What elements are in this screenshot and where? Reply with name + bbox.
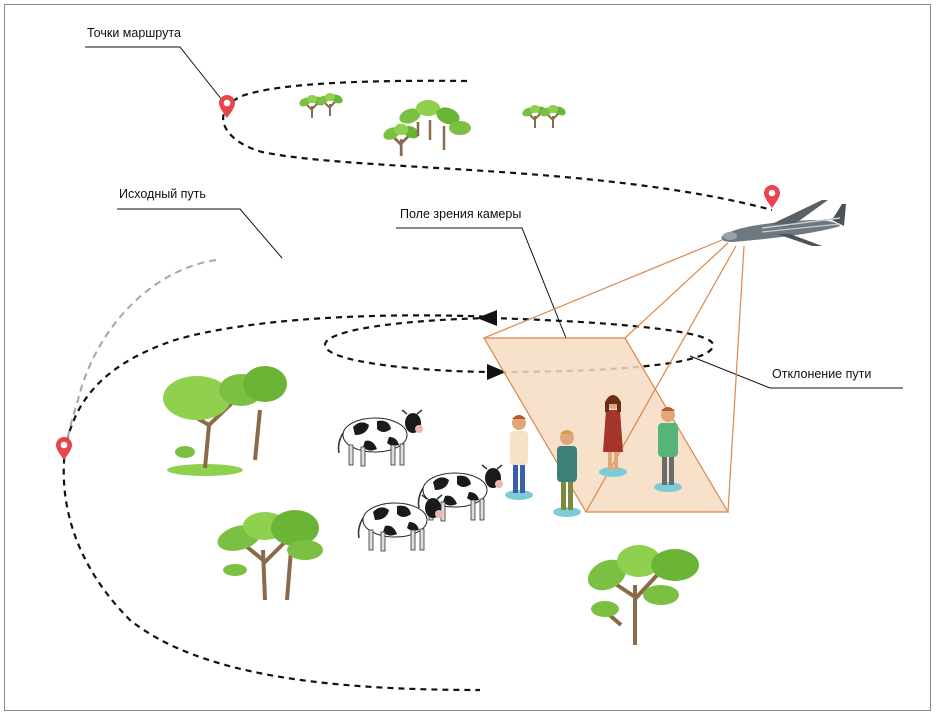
drone-icon bbox=[721, 200, 846, 246]
cow-3-icon bbox=[357, 494, 444, 552]
waypoints-label: Точки маршрута bbox=[87, 26, 181, 40]
person-1-icon bbox=[505, 415, 533, 500]
tree-cluster-top-middle bbox=[399, 100, 471, 150]
waypoints-leader bbox=[85, 46, 223, 101]
path-deviation-leader bbox=[689, 355, 903, 389]
original-path-label: Исходный путь bbox=[119, 187, 206, 201]
tree-large-left-icon bbox=[163, 366, 287, 476]
original-path-line bbox=[64, 259, 217, 453]
tree-large-bottom-right-icon bbox=[587, 545, 699, 645]
diagram-frame bbox=[4, 4, 931, 711]
waypoint-marker-1-icon bbox=[219, 95, 235, 118]
person-2-icon bbox=[553, 430, 581, 517]
camera-fov-label: Поле зрения камеры bbox=[400, 207, 522, 221]
tree-large-bottom-left-icon bbox=[217, 510, 323, 601]
waypoint-marker-3-icon bbox=[56, 437, 72, 460]
cow-1-icon bbox=[337, 409, 424, 467]
camera-fov-leader bbox=[396, 227, 567, 339]
route-top-loop bbox=[222, 79, 773, 212]
label-leaders bbox=[85, 46, 903, 389]
original-path-leader bbox=[117, 208, 283, 259]
tree-icon bbox=[380, 122, 423, 158]
path-deviation-label: Отклонение пути bbox=[772, 367, 872, 381]
arrow-right-icon bbox=[487, 364, 506, 380]
person-4-icon bbox=[654, 407, 682, 492]
person-3-icon bbox=[599, 395, 627, 477]
arrow-left-icon bbox=[477, 310, 497, 326]
waypoint-marker-2-icon bbox=[764, 185, 780, 208]
